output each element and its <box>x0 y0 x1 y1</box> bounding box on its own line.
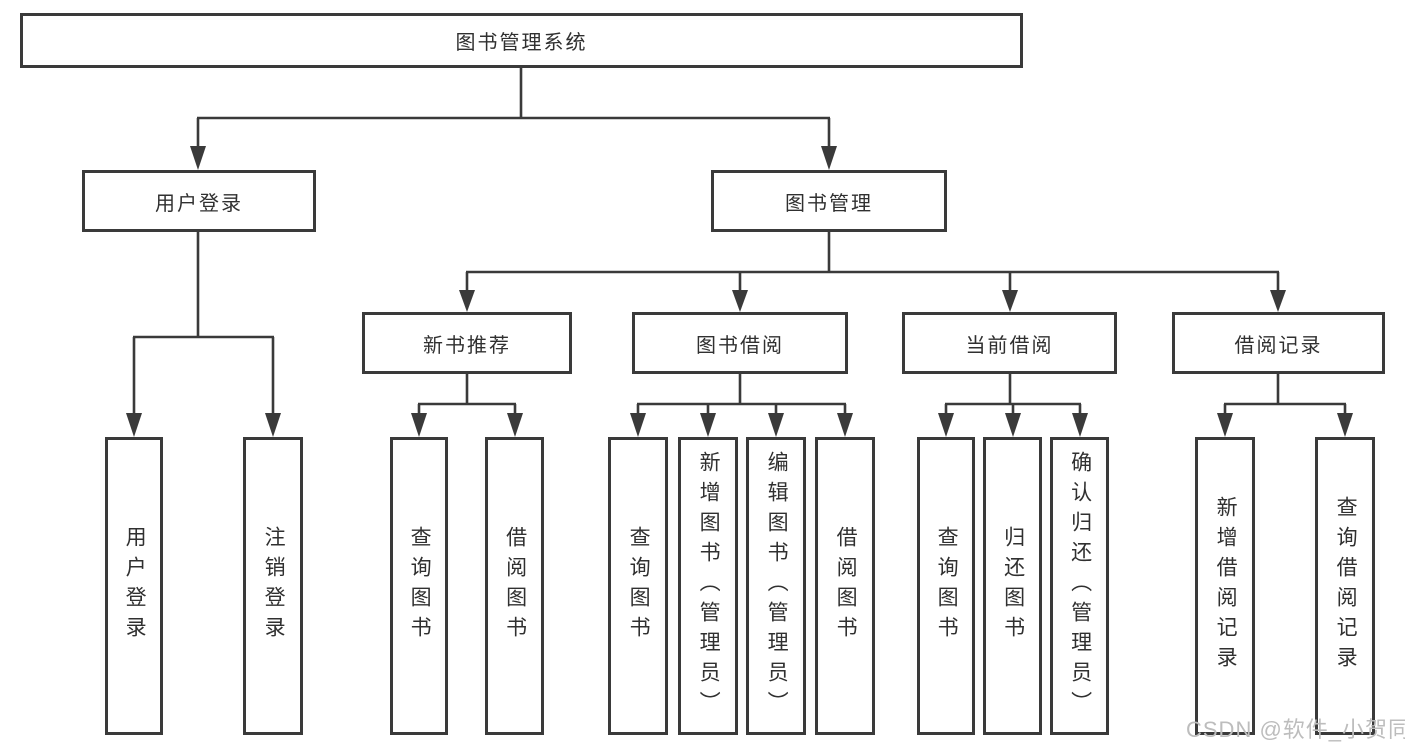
node-current-borrow: 当前借阅 <box>902 312 1117 374</box>
leaf-edit-books-admin: 编辑图书（管理员） <box>746 437 806 735</box>
connector-new-book-to-leaves <box>411 374 523 437</box>
leaf-logout: 注销登录 <box>243 437 303 735</box>
connector-root-to-level2 <box>190 68 837 170</box>
leaf-confirm-return-admin: 确认归还（管理员） <box>1050 437 1109 735</box>
node-user-login: 用户登录 <box>82 170 316 232</box>
leaf-borrow-books: 借阅图书 <box>815 437 875 735</box>
leaf-query-borrow-record: 查询借阅记录 <box>1315 437 1375 735</box>
node-root-library-system: 图书管理系统 <box>20 13 1023 68</box>
node-new-book-recommend: 新书推荐 <box>362 312 572 374</box>
connector-user-login-to-leaves <box>126 232 281 437</box>
node-borrow-record: 借阅记录 <box>1172 312 1385 374</box>
connector-borrow-record-to-leaves <box>1217 374 1353 437</box>
leaf-borrow-books-recommend: 借阅图书 <box>485 437 544 735</box>
leaf-query-books-current: 查询图书 <box>917 437 975 735</box>
leaf-query-books-borrow: 查询图书 <box>608 437 668 735</box>
node-book-borrow: 图书借阅 <box>632 312 848 374</box>
connector-book-borrow-to-leaves <box>630 374 853 437</box>
node-book-management: 图书管理 <box>711 170 947 232</box>
leaf-add-borrow-record: 新增借阅记录 <box>1195 437 1255 735</box>
connector-book-management-to-level3 <box>459 232 1286 312</box>
connector-current-borrow-to-leaves <box>938 374 1088 437</box>
csdn-watermark: CSDN @软件_小贺同学 <box>1186 717 1405 742</box>
leaf-user-login: 用户登录 <box>105 437 163 735</box>
leaf-query-books-recommend: 查询图书 <box>390 437 448 735</box>
leaf-add-books-admin: 新增图书（管理员） <box>678 437 738 735</box>
leaf-return-books: 归还图书 <box>983 437 1042 735</box>
